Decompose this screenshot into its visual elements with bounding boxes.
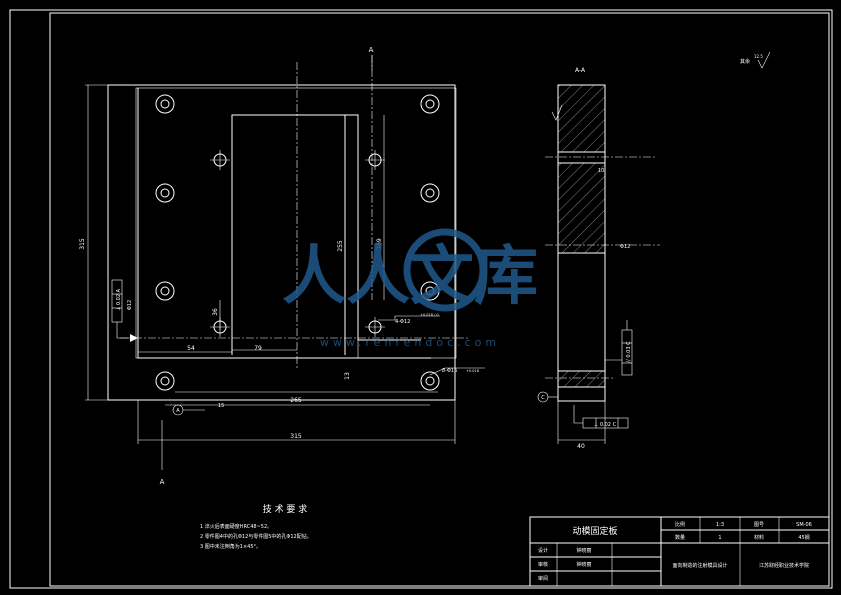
gdt-left: ⊥ 0.02 A <box>116 288 122 311</box>
inner-frame <box>49 12 830 587</box>
tech-line-2: 2 零件图4中的孔Φ12与零件图5中的孔Φ12配钻。 <box>200 533 312 540</box>
dim-span-265: 265 <box>290 397 302 404</box>
dim-15: 15 <box>218 403 224 409</box>
check-value: 钟晓丽 <box>576 561 591 568</box>
roughness-value: 12.5 <box>754 54 763 59</box>
part-name: 动模固定板 <box>572 525 617 537</box>
qty-label: 数量 <box>675 534 685 541</box>
watermark-text: 人人文库 <box>282 240 538 314</box>
tech-title: 技 术 要 求 <box>263 503 308 515</box>
material-value: 45钢 <box>798 534 809 541</box>
qty-value: 1 <box>718 535 721 541</box>
dim-phi12-left: Φ12 <box>127 300 133 310</box>
tech-line-1: 1 淬火后表面硬度HRC48~52。 <box>200 523 272 530</box>
cut-label-bottom: A <box>160 478 165 486</box>
scale-label: 比例 <box>675 521 685 528</box>
watermark-url: www.renrendoc.com <box>320 336 500 349</box>
outer-frame <box>9 9 833 589</box>
dim-255: 255 <box>337 240 344 252</box>
drawing-no-label: 图号 <box>754 522 764 528</box>
datum-a: A <box>176 408 180 414</box>
dim-width-315: 315 <box>290 433 302 440</box>
approve-label: 审阅 <box>538 575 548 582</box>
check-label: 审核 <box>538 561 548 568</box>
design-value: 钟晓丽 <box>576 547 591 554</box>
tech-requirements: 技 术 要 求 1 淬火后表面硬度HRC48~52。 2 零件图4中的孔Φ12与… <box>200 503 312 550</box>
gdt-bottom: ⊥ 0.02 C <box>594 422 617 428</box>
dim-79: 79 <box>254 345 262 352</box>
dim-169: 169 <box>376 238 383 250</box>
title-block <box>529 516 830 587</box>
dim-thick-40: 40 <box>577 443 585 450</box>
school-name: 江苏财经职业技术学院 <box>759 562 809 569</box>
hole-group <box>155 94 440 391</box>
dim-54: 54 <box>187 345 195 352</box>
hole-8-label: 8-Φ16 <box>442 368 457 374</box>
plan-view <box>85 55 485 470</box>
hole-8-tol: +0.018 <box>466 369 479 373</box>
section-view <box>537 51 771 444</box>
watermark: 人人文库 www.renrendoc.com <box>282 228 538 349</box>
gdt-right: // 0.03 C <box>626 341 632 363</box>
hole-4-label: 4-Φ12 <box>395 319 410 325</box>
roughness-other: 其余 <box>740 58 750 65</box>
project-name: 面向制造的注射模具设计 <box>672 562 727 569</box>
cut-label-top: A <box>369 46 374 54</box>
dim-10: 10 <box>598 168 604 174</box>
dim-36: 36 <box>212 308 219 316</box>
dim-phi12-sec: Φ12 <box>620 244 630 250</box>
datum-c: C <box>541 395 545 401</box>
tech-line-3: 3 图中未注倒角为1×45°。 <box>200 543 261 550</box>
material-label: 材料 <box>754 534 764 541</box>
scale-value: 1:3 <box>716 522 724 528</box>
drawing-no-value: SM-06 <box>796 522 812 528</box>
design-label: 设计 <box>538 547 548 554</box>
dim-height-315: 315 <box>79 238 86 250</box>
hole-4-tol: +0.018 / 0 <box>420 313 439 317</box>
dim-13: 13 <box>344 372 351 380</box>
section-label: A-A <box>575 67 586 74</box>
